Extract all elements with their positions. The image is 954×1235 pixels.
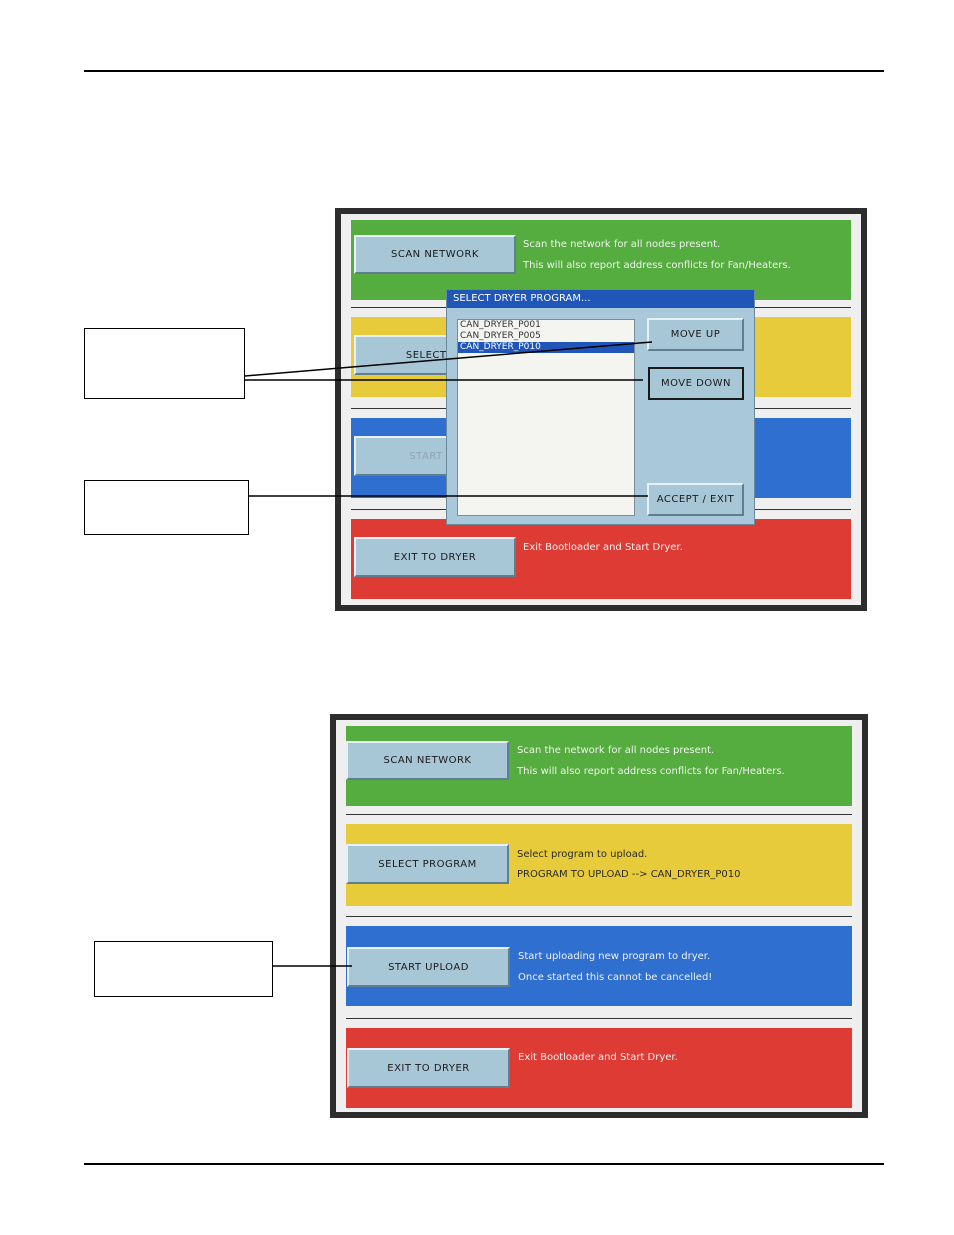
exit-to-dryer-desc: Exit Bootloader and Start Dryer. bbox=[523, 542, 683, 553]
select-program-desc-1: Select program to upload. bbox=[517, 849, 648, 860]
exit-to-dryer-button[interactable]: EXIT TO DRYER bbox=[347, 1048, 510, 1088]
band-separator bbox=[346, 1018, 852, 1019]
scan-network-desc-2: This will also report address conflicts … bbox=[523, 260, 791, 271]
scan-network-desc-1: Scan the network for all nodes present. bbox=[517, 745, 715, 756]
move-up-button[interactable]: MOVE UP bbox=[647, 318, 744, 351]
scan-network-desc-2: This will also report address conflicts … bbox=[517, 766, 785, 777]
callout-box-accept-exit bbox=[84, 480, 249, 535]
callout-box-start-upload bbox=[94, 941, 273, 997]
program-list-item[interactable]: CAN_DRYER_P001 bbox=[460, 320, 541, 330]
scan-network-button[interactable]: SCAN NETWORK bbox=[346, 741, 509, 780]
dialog-title: SELECT DRYER PROGRAM... bbox=[447, 290, 754, 308]
exit-to-dryer-desc: Exit Bootloader and Start Dryer. bbox=[518, 1052, 678, 1063]
screen-display-1: SCAN NETWORK Scan the network for all no… bbox=[341, 214, 861, 605]
top-rule bbox=[84, 70, 884, 72]
touchscreen-photo-2: SCAN NETWORK Scan the network for all no… bbox=[330, 714, 868, 1118]
program-list-item[interactable]: CAN_DRYER_P005 bbox=[460, 331, 541, 341]
accept-exit-button[interactable]: ACCEPT / EXIT bbox=[647, 483, 744, 516]
program-listbox[interactable]: CAN_DRYER_P001 CAN_DRYER_P005 CAN_DRYER_… bbox=[457, 319, 635, 516]
scan-network-button[interactable]: SCAN NETWORK bbox=[354, 235, 516, 274]
select-program-desc-2: PROGRAM TO UPLOAD --> CAN_DRYER_P010 bbox=[517, 869, 741, 880]
screen-display-2: SCAN NETWORK Scan the network for all no… bbox=[336, 720, 862, 1112]
start-upload-button[interactable]: START UPLOAD bbox=[347, 947, 510, 987]
scan-network-desc-1: Scan the network for all nodes present. bbox=[523, 239, 721, 250]
start-upload-desc-1: Start uploading new program to dryer. bbox=[518, 951, 711, 962]
callout-box-move-buttons bbox=[84, 328, 245, 399]
touchscreen-photo-1: SCAN NETWORK Scan the network for all no… bbox=[335, 208, 867, 611]
program-list-item-selected[interactable]: CAN_DRYER_P010 bbox=[458, 342, 634, 353]
bottom-rule bbox=[84, 1163, 884, 1165]
band-separator bbox=[346, 814, 852, 815]
select-dryer-program-dialog: SELECT DRYER PROGRAM... CAN_DRYER_P001 C… bbox=[446, 289, 755, 525]
move-down-button[interactable]: MOVE DOWN bbox=[648, 367, 744, 400]
select-program-button[interactable]: SELECT PROGRAM bbox=[346, 844, 509, 884]
exit-to-dryer-button[interactable]: EXIT TO DRYER bbox=[354, 537, 516, 577]
start-upload-desc-2: Once started this cannot be cancelled! bbox=[518, 972, 713, 983]
band-separator bbox=[346, 916, 852, 917]
